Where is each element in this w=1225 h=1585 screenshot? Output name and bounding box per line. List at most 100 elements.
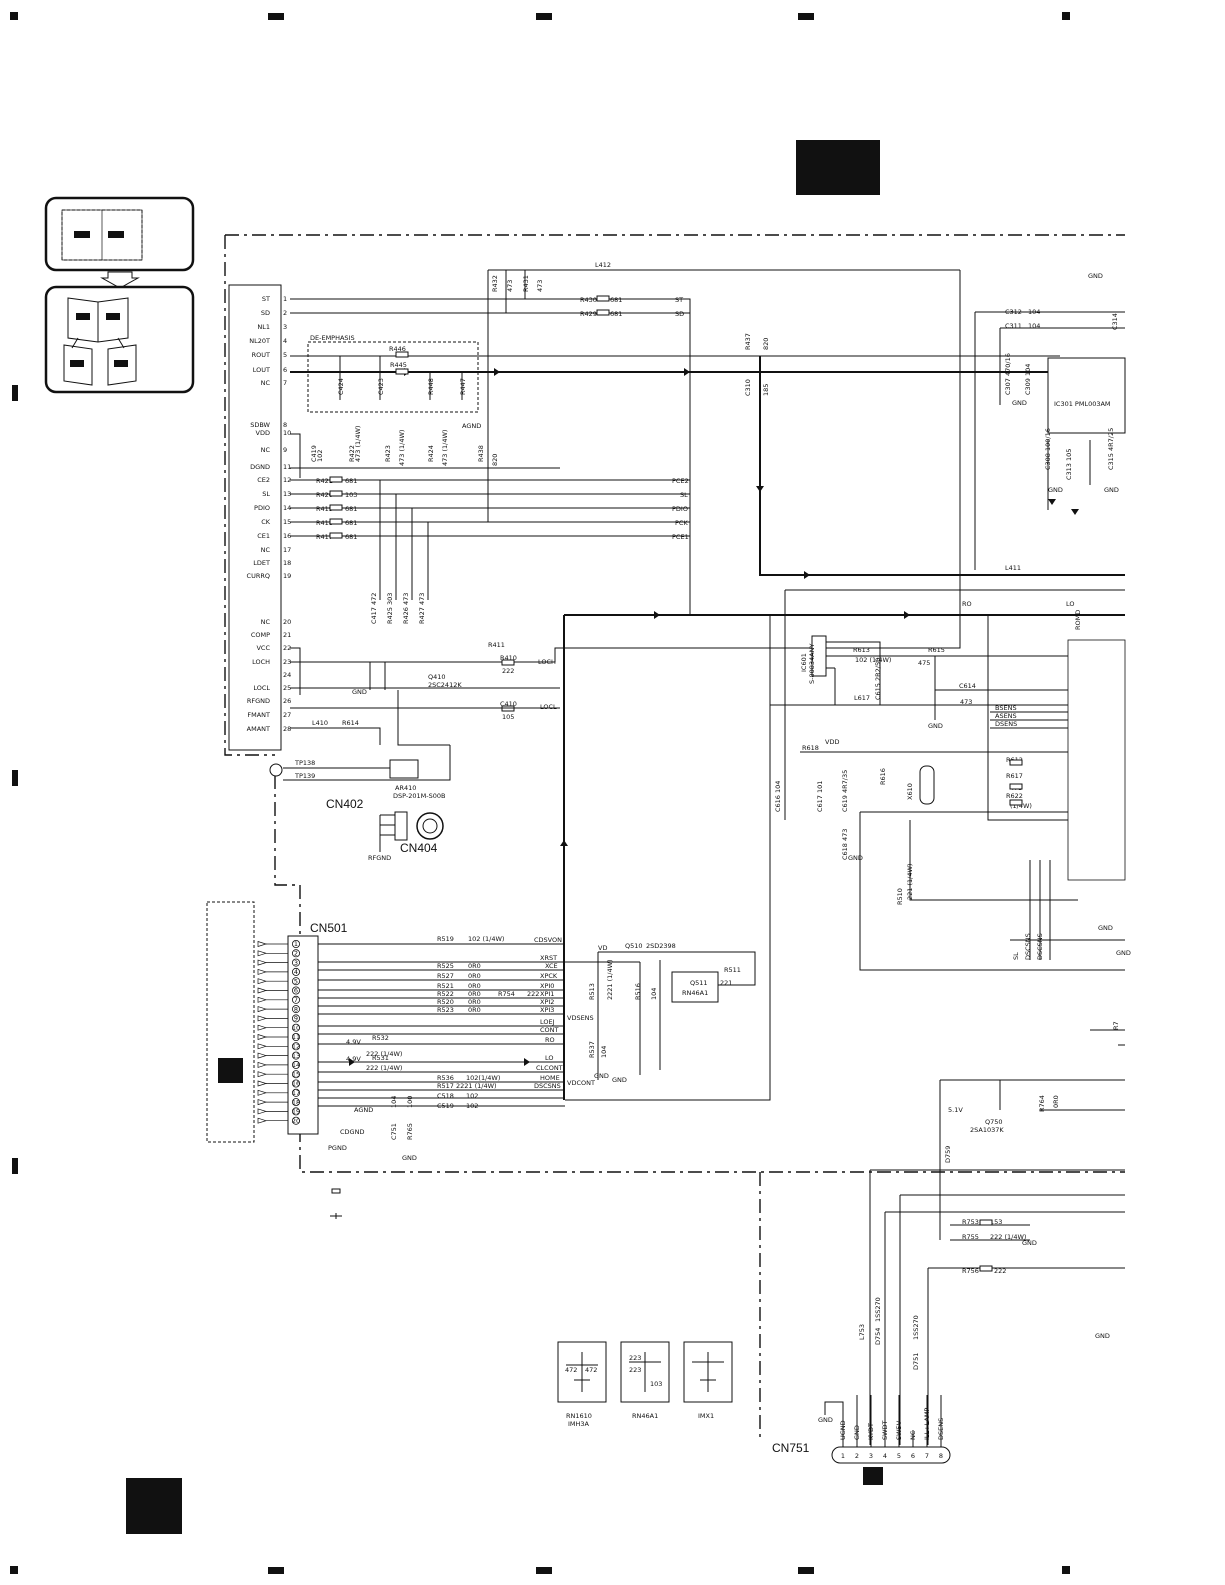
svg-text:222: 222 bbox=[527, 990, 539, 998]
svg-text:C410: C410 bbox=[500, 700, 517, 708]
svg-text:GND: GND bbox=[1022, 1239, 1037, 1247]
svg-text:R438: R438 bbox=[477, 445, 485, 462]
svg-text:GND: GND bbox=[594, 1072, 609, 1080]
svg-text:R427 473: R427 473 bbox=[418, 593, 426, 624]
svg-text:681: 681 bbox=[345, 519, 357, 527]
svg-text:2SD2398: 2SD2398 bbox=[646, 942, 676, 950]
svg-text:SDBW: SDBW bbox=[250, 421, 270, 429]
svg-text:AMANT: AMANT bbox=[247, 725, 270, 733]
svg-text:R613: R613 bbox=[853, 646, 870, 654]
pin-8: SDBW 8 bbox=[250, 421, 287, 429]
svg-text:R615: R615 bbox=[928, 646, 945, 654]
svg-text:CDSVON: CDSVON bbox=[534, 936, 562, 944]
svg-text:PDIO: PDIO bbox=[672, 505, 688, 513]
svg-text:R516: R516 bbox=[634, 983, 642, 1000]
svg-text:SD: SD bbox=[675, 310, 684, 318]
cn501-pin-label: 5 bbox=[294, 977, 298, 985]
svg-text:222: 222 bbox=[502, 667, 514, 675]
cn501-pin bbox=[291, 1014, 300, 1023]
svg-text:R764: R764 bbox=[1038, 1095, 1046, 1112]
ic301: IC301 PML003AM C307 470/16 C309 104 C308… bbox=[974, 272, 1126, 570]
cn501-pin bbox=[291, 1023, 300, 1032]
svg-text:VDSENS: VDSENS bbox=[567, 1014, 594, 1022]
svg-text:1SS270: 1SS270 bbox=[912, 1315, 920, 1340]
svg-text:R616: R616 bbox=[879, 768, 887, 785]
svg-text:L753: L753 bbox=[858, 1324, 866, 1340]
svg-text:SD: SD bbox=[261, 309, 270, 317]
svg-text:24: 24 bbox=[283, 671, 291, 679]
svg-text:LOCH: LOCH bbox=[538, 658, 556, 666]
svg-text:681: 681 bbox=[345, 533, 357, 541]
svg-text:CN404: CN404 bbox=[400, 841, 438, 855]
svg-text:R419: R419 bbox=[316, 505, 333, 513]
cn501-pin bbox=[291, 977, 300, 986]
svg-text:R429: R429 bbox=[580, 310, 597, 318]
svg-text:LO: LO bbox=[1066, 600, 1075, 608]
de-emphasis-block: DE-EMPHASIS R446 R445 C424 C423 R448 R44… bbox=[307, 334, 481, 430]
svg-text:X610: X610 bbox=[906, 783, 914, 800]
svg-text:VDCONT: VDCONT bbox=[567, 1079, 595, 1087]
svg-text:1SS270: 1SS270 bbox=[874, 1297, 882, 1322]
svg-text:100: 100 bbox=[406, 1096, 414, 1108]
svg-text:222 (1/4W): 222 (1/4W) bbox=[366, 1050, 402, 1058]
svg-text:LOCL: LOCL bbox=[540, 703, 557, 711]
svg-text:103: 103 bbox=[345, 491, 357, 499]
cn501-pin bbox=[291, 967, 300, 976]
svg-text:R756: R756 bbox=[962, 1267, 979, 1275]
svg-text:C618 473: C618 473 bbox=[841, 829, 849, 860]
svg-text:102(1/4W): 102(1/4W) bbox=[466, 1074, 500, 1082]
svg-text:LOCL: LOCL bbox=[253, 684, 270, 692]
svg-text:R431: R431 bbox=[522, 275, 530, 292]
cn501-pin-label: 1 bbox=[294, 940, 298, 948]
svg-text:2SC2412K: 2SC2412K bbox=[428, 681, 462, 689]
svg-text:TP139: TP139 bbox=[294, 772, 315, 780]
svg-text:LDET: LDET bbox=[253, 559, 270, 567]
svg-text:221 (1/4W): 221 (1/4W) bbox=[906, 864, 914, 900]
svg-text:5.1V: 5.1V bbox=[948, 1106, 963, 1114]
svg-text:FMANT: FMANT bbox=[247, 711, 270, 719]
svg-text:GND: GND bbox=[1116, 949, 1131, 957]
svg-text:5: 5 bbox=[283, 351, 287, 359]
svg-text:8: 8 bbox=[283, 421, 287, 429]
svg-text:473 (1/4W): 473 (1/4W) bbox=[354, 426, 362, 462]
svg-text:CE2: CE2 bbox=[257, 476, 270, 484]
cn402-cn404: CN402 CN404 RFGND bbox=[326, 797, 444, 862]
svg-text:RN46A1: RN46A1 bbox=[632, 1412, 658, 1420]
cn501-arrow bbox=[257, 950, 268, 957]
cn501-arrow bbox=[257, 1024, 268, 1031]
cn501-pin bbox=[291, 1098, 300, 1107]
cn501: CN501 bbox=[206, 901, 348, 1143]
microcontroller bbox=[1067, 639, 1126, 881]
svg-text:SL: SL bbox=[1012, 952, 1020, 960]
svg-text:NC: NC bbox=[261, 546, 271, 554]
cn501-pin bbox=[291, 1005, 300, 1014]
cn751-pin-number: 8 bbox=[939, 1452, 943, 1460]
svg-text:C615 2R2/50: C615 2R2/50 bbox=[874, 658, 882, 700]
cn751-pin-name: KYDT bbox=[867, 1423, 875, 1440]
cn501-pin-label: 19 bbox=[292, 1108, 300, 1116]
svg-text:GND: GND bbox=[352, 688, 367, 696]
svg-text:PGND: PGND bbox=[328, 1144, 347, 1152]
svg-text:0R0: 0R0 bbox=[468, 972, 481, 980]
svg-text:R447: R447 bbox=[459, 378, 467, 395]
svg-text:104: 104 bbox=[1028, 322, 1040, 330]
svg-text:R765: R765 bbox=[406, 1123, 414, 1140]
svg-text:2221 (1/4W): 2221 (1/4W) bbox=[606, 959, 614, 1000]
svg-text:R519: R519 bbox=[437, 935, 454, 943]
cn501-arrow bbox=[257, 1043, 268, 1050]
svg-text:25: 25 bbox=[283, 684, 291, 692]
cn501-pin-label: 10 bbox=[292, 1024, 300, 1032]
svg-text:GND: GND bbox=[1098, 924, 1113, 932]
svg-text:4: 4 bbox=[283, 337, 287, 345]
svg-text:0R0: 0R0 bbox=[468, 990, 481, 998]
cn501-pin-label: 6 bbox=[294, 987, 298, 995]
svg-text:104: 104 bbox=[600, 1046, 608, 1058]
svg-text:R754: R754 bbox=[498, 990, 515, 998]
